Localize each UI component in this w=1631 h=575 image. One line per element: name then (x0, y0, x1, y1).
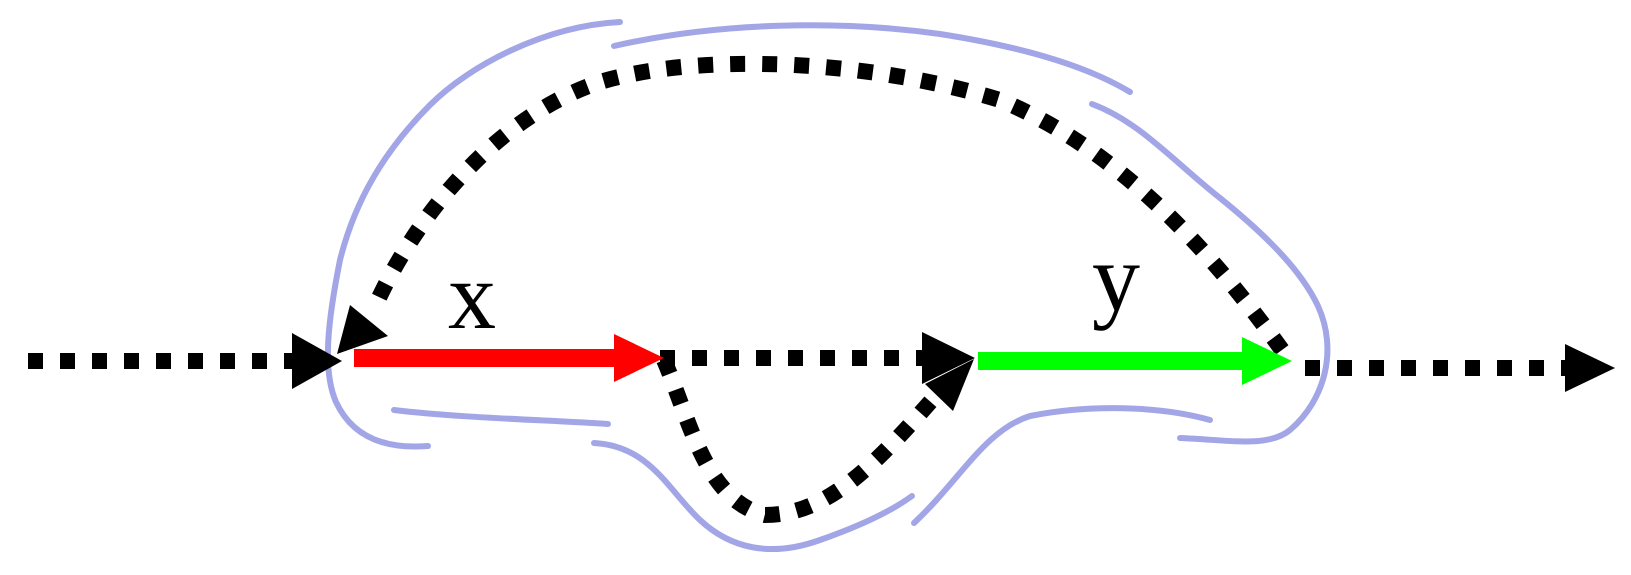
feedback-arc-arrowhead (337, 305, 388, 354)
input-arrowhead (292, 333, 342, 389)
output-arrowhead (1565, 344, 1615, 392)
y-arrow (978, 337, 1292, 385)
dotted-arrows (28, 55, 1565, 524)
bottom-loop-dotted-curve (656, 356, 952, 524)
outline-top-arc (611, 22, 1133, 95)
hand-drawn-outline (324, 19, 1331, 553)
top-feedback-dotted-arc (370, 55, 1289, 355)
x-arrow-head (614, 334, 664, 382)
outline-bottom-right-stroke (911, 405, 1213, 526)
y-label: y (1092, 224, 1140, 331)
outline-bottom-cup (591, 440, 915, 553)
outline-main-contour (324, 19, 623, 450)
outline-bottom-left-stroke (391, 407, 611, 427)
y-arrow-head (1242, 337, 1292, 385)
outline-right-contour (1089, 101, 1331, 445)
middle-arrowhead (922, 332, 975, 384)
dotted-arrowheads (292, 305, 1615, 411)
x-label: x (448, 242, 496, 349)
bottom-loop-arrowhead (925, 359, 974, 411)
x-arrow (354, 334, 664, 382)
